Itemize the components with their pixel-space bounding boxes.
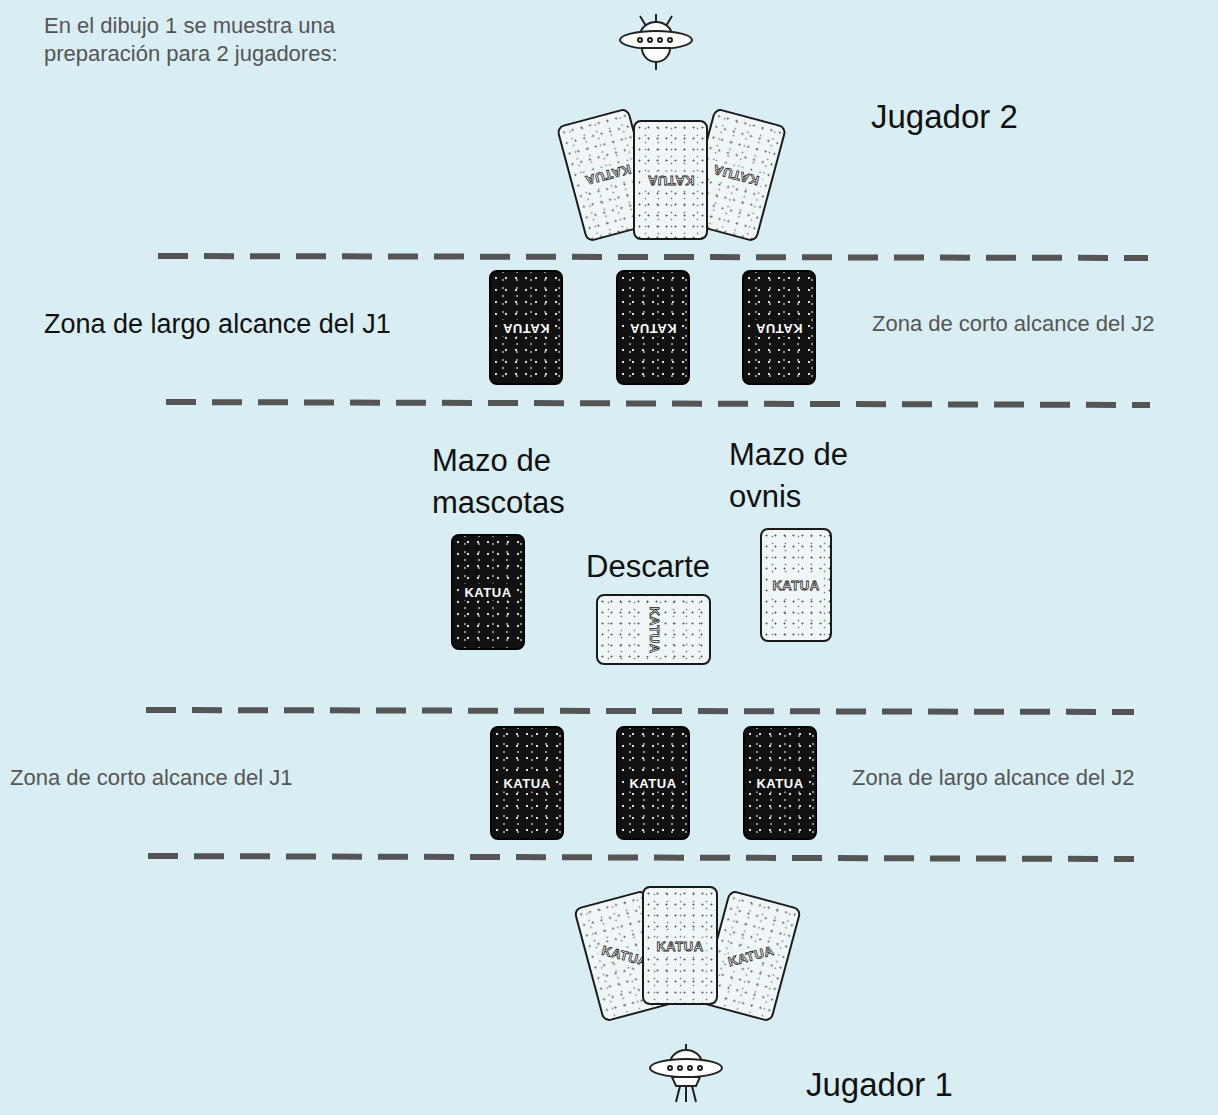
card-logo: KATUA [708, 160, 764, 190]
card-logo: KATUA [753, 775, 806, 792]
card-logo: KATUA [626, 775, 679, 792]
game-card: Mazo de ovnisKATUA [760, 528, 832, 642]
game-card: KATUA [490, 726, 564, 840]
zone-label: Zona de largo alcance del J2 [852, 764, 1135, 792]
card-logo: KATUA [769, 577, 822, 594]
zone-dividers [146, 256, 1150, 859]
player-label: Jugador 2 [871, 96, 1018, 137]
game-card: KATUA [633, 120, 708, 240]
card-logo: KATUA [500, 775, 553, 792]
card-logo: KATUA [645, 603, 662, 656]
card-logo: KATUA [626, 319, 679, 336]
deck-heading: Descarte [586, 546, 746, 588]
player-label: Jugador 1 [806, 1064, 953, 1105]
card-logo: KATUA [644, 172, 697, 189]
game-card: KATUA [743, 726, 817, 840]
title-note: En el dibujo 1 se muestra una preparació… [44, 12, 414, 67]
card-logo: KATUA [580, 160, 636, 190]
game-card: KATUA [742, 270, 816, 385]
zone-label: Zona de corto alcance del J2 [872, 310, 1155, 338]
game-card: KATUA [616, 270, 690, 385]
zone-label: Zona de corto alcance del J1 [10, 764, 293, 792]
card-logo: KATUA [499, 319, 552, 336]
card-logo: KATUA [653, 937, 706, 954]
card-logo: KATUA [723, 941, 779, 971]
card-logo: KATUA [461, 584, 514, 601]
game-card: DescarteKATUA [596, 594, 711, 665]
card-logo: KATUA [752, 319, 805, 336]
game-card: Mazo de mascotasKATUA [451, 534, 525, 650]
deck-heading: Mazo de ovnis [729, 434, 869, 518]
game-card: KATUA [616, 726, 690, 840]
game-card: KATUA [642, 886, 718, 1005]
zone-label: Zona de largo alcance del J1 [44, 308, 391, 342]
game-card: KATUA [489, 270, 563, 385]
deck-heading: Mazo de mascotas [432, 440, 592, 524]
